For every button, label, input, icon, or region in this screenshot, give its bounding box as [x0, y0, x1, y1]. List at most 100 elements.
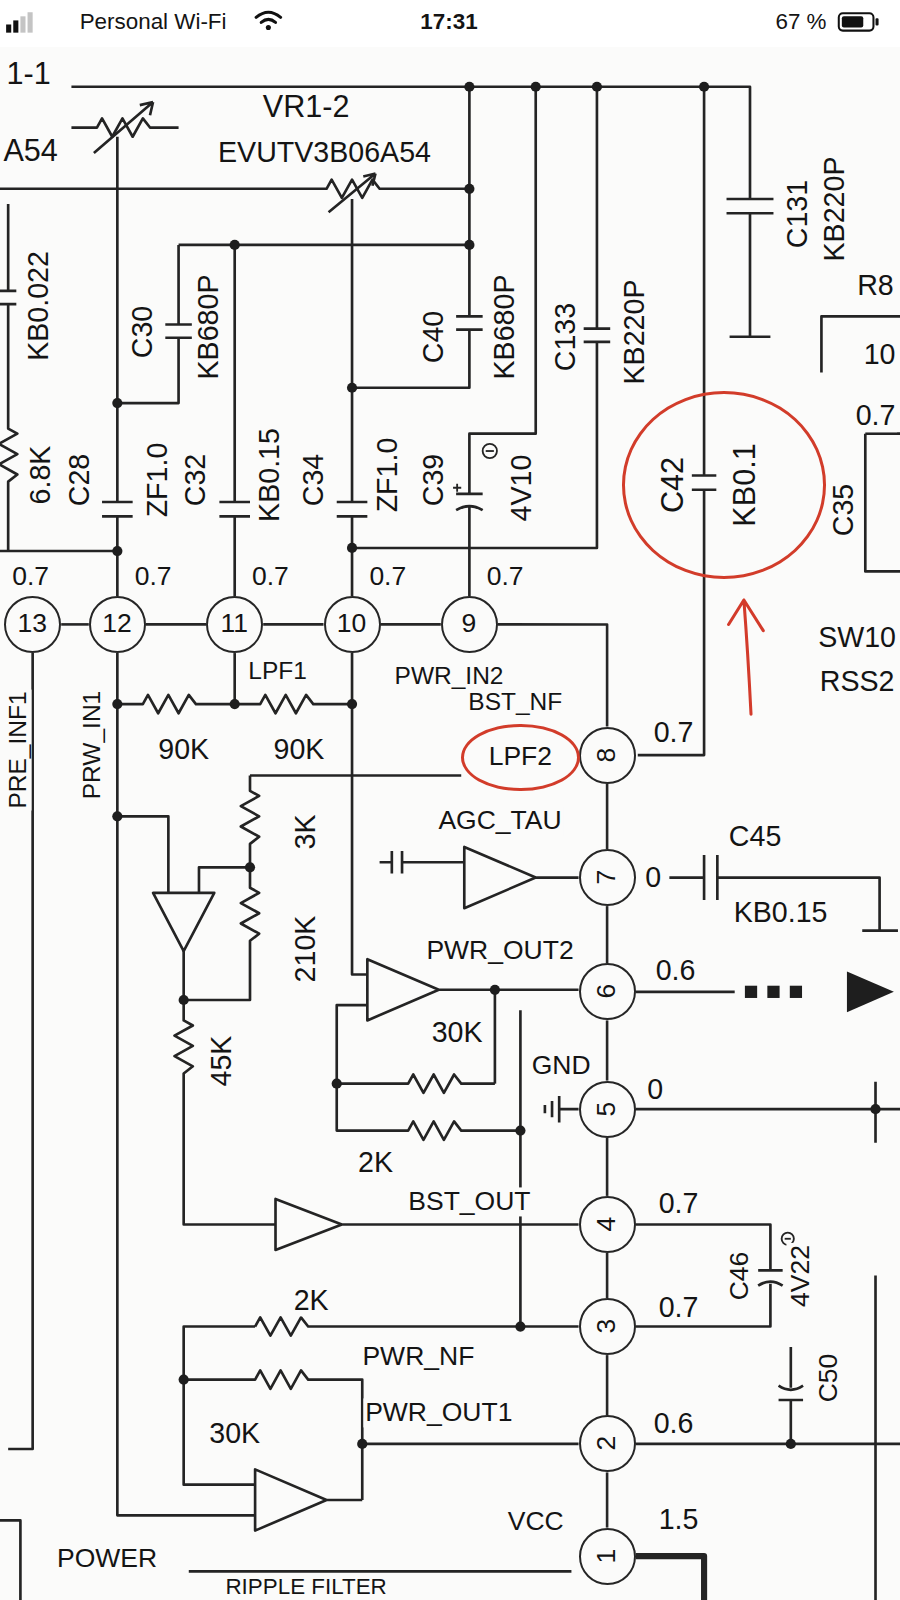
pin-voltage: 0.7	[250, 562, 291, 591]
signal-name: PWR_OUT2	[424, 936, 575, 965]
pin-voltage: 0.7	[367, 562, 408, 591]
part-value: ZF1.0	[372, 435, 403, 514]
pin-circle: 12	[89, 596, 146, 653]
part-value: KB0.15	[255, 426, 286, 524]
resistor-value: 210K	[290, 914, 321, 985]
pin-circle: 5	[579, 1081, 636, 1138]
pin-number: 2	[592, 1434, 621, 1453]
signal-name: AGC_TAU	[436, 807, 563, 836]
resistor-value: 30K	[207, 1418, 262, 1449]
pin-circle: 1	[579, 1528, 636, 1585]
ic-outline-wire	[381, 623, 441, 626]
ic-outline-wire	[61, 623, 89, 626]
pin-voltage: 0	[643, 862, 663, 893]
pin-circle: 7	[579, 849, 636, 906]
pin-voltage: 0.6	[654, 956, 698, 987]
signal-name: LPF2	[487, 743, 554, 772]
pin-number: 13	[15, 609, 48, 638]
pin-number: 9	[460, 609, 479, 638]
pin-voltage: 0.7	[133, 562, 174, 591]
pin-number: 5	[592, 1099, 621, 1118]
ic-outline-wire	[606, 1253, 609, 1298]
signal-name: BST_NF	[466, 689, 564, 716]
ic-outline-wire	[263, 623, 323, 626]
part-name: C28	[64, 451, 95, 507]
highlight-circle: C42 KB0.1	[622, 391, 826, 579]
part-name: C46	[725, 1249, 754, 1302]
signal-name: PWR_NF	[360, 1343, 476, 1372]
part-value: ZF1.0	[142, 440, 173, 519]
part-name: SW10	[816, 622, 898, 653]
part-name: 1-1	[4, 57, 52, 91]
part-value: KB220P	[619, 277, 650, 386]
part-name: C131	[782, 178, 813, 250]
signal-name: PWR_OUT1	[363, 1399, 514, 1428]
part-name: C34	[299, 451, 330, 507]
ic-outline-wire	[606, 1138, 609, 1196]
pin-circle: 9	[441, 596, 498, 653]
resistor-value: 45K	[207, 1034, 238, 1089]
part-name: C42	[657, 455, 691, 515]
signal-name: PWR_IN2	[393, 662, 506, 689]
pin-circle: 11	[206, 596, 263, 653]
pin-voltage: 0.7	[657, 1188, 701, 1219]
part-value: 4V10	[507, 452, 538, 523]
pin-circle: 4	[579, 1196, 636, 1253]
status-time: 17:31	[418, 10, 479, 35]
pin-number: 12	[100, 609, 133, 638]
pin-voltage: 1.5	[657, 1505, 701, 1536]
signal-name: PRE_INF1	[5, 689, 32, 810]
part-value: 4V22	[786, 1243, 815, 1309]
part-name: C30	[127, 303, 158, 359]
part-value: RSS2	[818, 666, 897, 697]
resistor-value: 90K	[156, 734, 211, 765]
pin-circle: 13	[4, 596, 61, 653]
pin-number: 1	[592, 1546, 621, 1565]
pin-number: 7	[592, 868, 621, 887]
signal-name: VCC	[506, 1508, 566, 1537]
pin-voltage: 0.7	[652, 717, 696, 748]
pin-circle: 2	[579, 1415, 636, 1472]
pin-number: 3	[592, 1317, 621, 1336]
pin-voltage: 0.7	[485, 562, 526, 591]
resistor-value: 90K	[272, 734, 327, 765]
part-value: KB0.1	[728, 441, 762, 528]
part-name: C40	[418, 308, 449, 364]
ic-outline-wire	[146, 623, 206, 626]
pin-number: 6	[592, 982, 621, 1001]
part-value: 6.8K	[25, 443, 56, 506]
resistor-value: 30K	[430, 1017, 485, 1048]
ic-outline-wire	[606, 1472, 609, 1527]
part-name: C35	[828, 482, 859, 538]
part-value: KB220P	[819, 155, 850, 264]
part-name: C50	[814, 1351, 843, 1404]
part-name: C45	[727, 821, 783, 852]
ic-outline-wire	[606, 784, 609, 849]
part-value: A54	[1, 134, 59, 168]
pin-number: 10	[335, 609, 368, 638]
signal-name: LPF1	[246, 658, 309, 685]
pin-number: 8	[592, 745, 621, 764]
resistor-value: 2K	[356, 1148, 395, 1179]
signal-name: PRW_IN1	[78, 689, 105, 801]
pin-voltage: 0.7	[854, 401, 898, 432]
block-name: POWER	[55, 1545, 159, 1574]
part-value: KB680P	[193, 272, 224, 381]
part-name: R8	[855, 270, 896, 301]
pin-voltage: 0	[645, 1074, 665, 1105]
pin-number: 11	[218, 609, 250, 638]
pin-circle: 8	[579, 727, 636, 784]
block-name: RIPPLE FILTER	[223, 1574, 388, 1599]
ic-outline-wire	[606, 1020, 609, 1080]
ic-outline-wire	[606, 1355, 609, 1415]
pin-number: 4	[592, 1215, 621, 1234]
battery-percent: 67 %	[773, 10, 828, 35]
signal-name: GND	[530, 1052, 593, 1081]
part-value: 10	[862, 339, 898, 370]
highlight-oval: LPF2	[461, 724, 579, 791]
pin-voltage: 0.7	[657, 1292, 701, 1323]
pin-circle: 6	[579, 963, 636, 1020]
pin-voltage: 0.7	[10, 562, 51, 591]
part-name: C32	[180, 451, 211, 507]
